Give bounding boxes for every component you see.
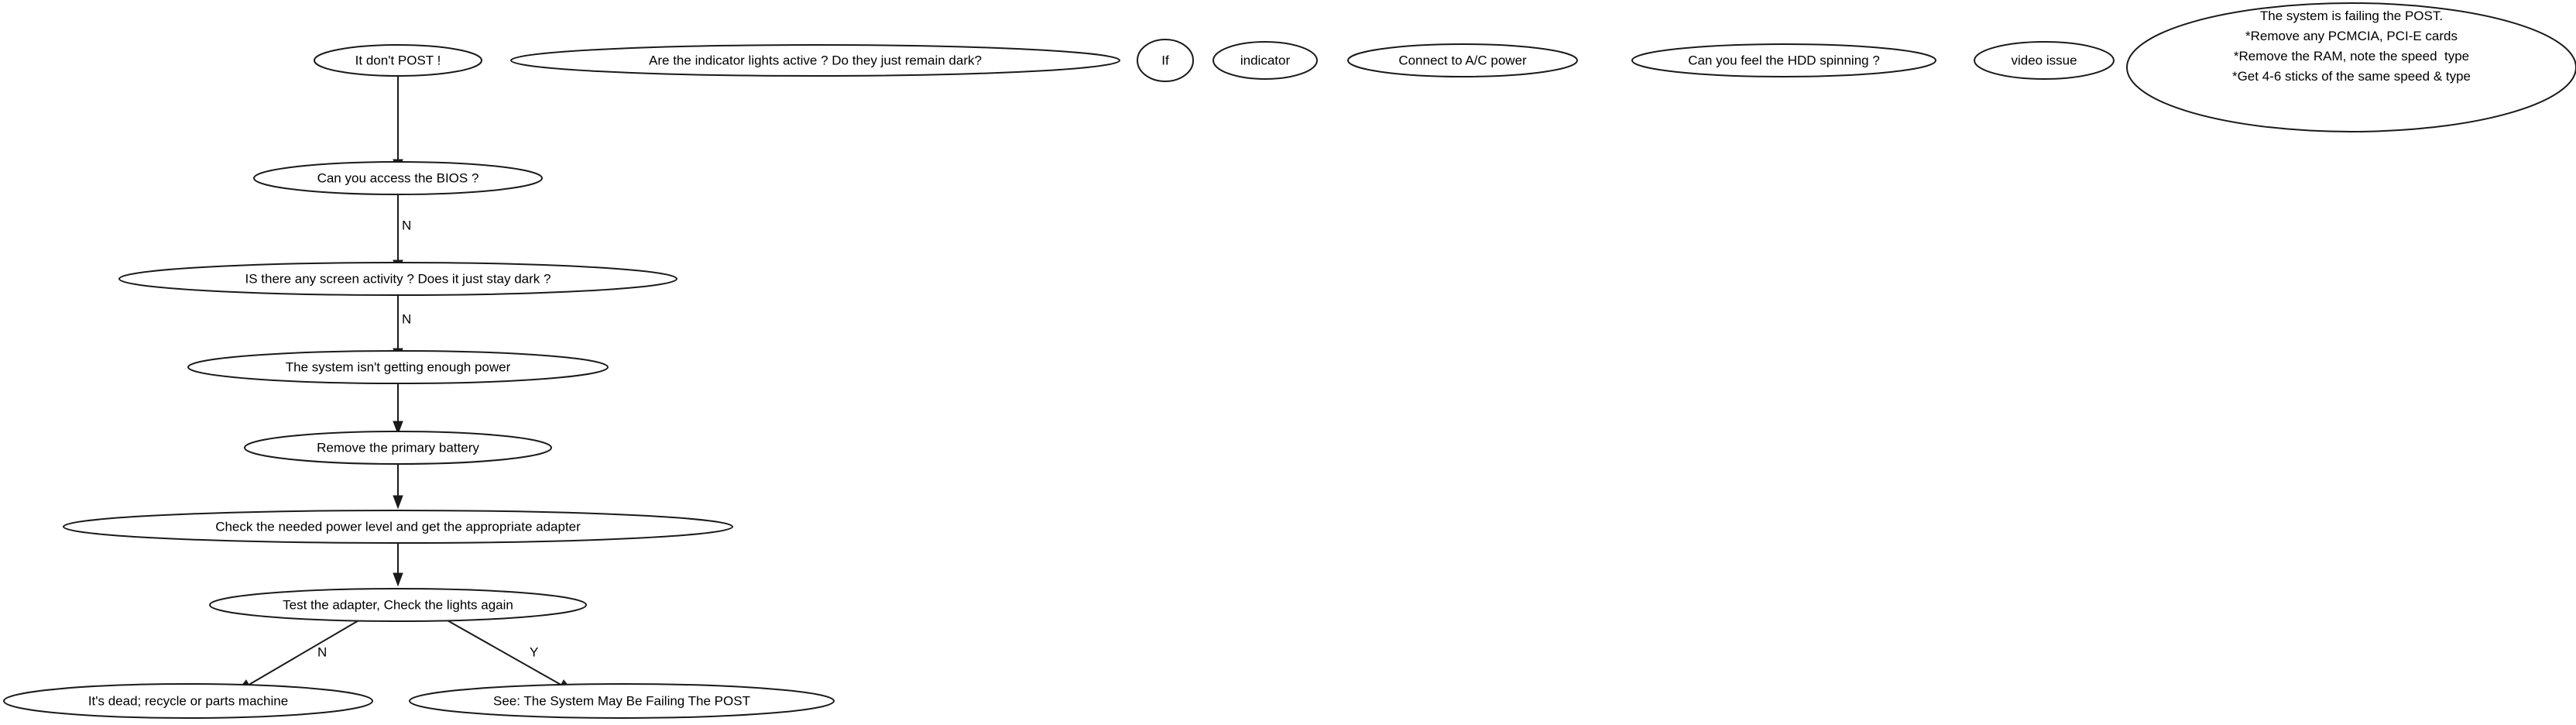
node-label-can-access-bios: Can you access the BIOS ? [317, 170, 479, 185]
node-label-remove-primary-battery: Remove the primary battery [317, 440, 479, 455]
node-group: It don't POST ! Are the indicator lights… [3, 2, 2576, 719]
edge-test-to-seepost: Y [445, 619, 575, 692]
node-can-access-bios[interactable]: Can you access the BIOS ? [253, 161, 543, 195]
node-indicator-lights-question[interactable]: Are the indicator lights active ? Do the… [510, 44, 1120, 77]
node-see-system-failing-post[interactable]: See: The System May Be Failing The POST [409, 683, 835, 719]
node-label-video-issue: video issue [2011, 53, 2077, 67]
node-label-connect-ac-power: Connect to A/C power [1398, 53, 1527, 67]
node-label-system-failing-post-line1: The system is failing the POST. [2260, 9, 2443, 23]
edge-power-to-battery [393, 384, 403, 435]
node-label-indicator-lights-question: Are the indicator lights active ? Do the… [649, 53, 982, 67]
node-label-if: If [1161, 53, 1169, 67]
node-label-system-failing-post-line2: *Remove any PCMCIA, PCI-E cards [2245, 29, 2458, 43]
edge-bios-to-screen: N [393, 195, 411, 274]
edge-label-test-seepost: Y [530, 644, 538, 659]
node-label-screen-activity: IS there any screen activity ? Does it j… [245, 271, 551, 286]
node-label-see-system-failing-post: See: The System May Be Failing The POST [493, 693, 750, 708]
edge-adapter-to-test [393, 544, 403, 587]
node-label-it-dont-post: It don't POST ! [355, 53, 441, 67]
edge-post-to-bios [393, 76, 403, 174]
node-label-not-enough-power: The system isn't getting enough power [286, 359, 511, 374]
edge-battery-to-adapter [393, 459, 403, 510]
node-it-dont-post[interactable]: It don't POST ! [314, 44, 482, 77]
edge-label-screen-power: N [402, 311, 411, 326]
node-not-enough-power[interactable]: The system isn't getting enough power [187, 350, 609, 384]
node-remove-primary-battery[interactable]: Remove the primary battery [244, 431, 552, 465]
edge-label-bios-screen: N [402, 218, 411, 232]
node-label-indicator: indicator [1240, 53, 1291, 67]
node-connect-ac-power[interactable]: Connect to A/C power [1347, 43, 1578, 77]
node-label-system-failing-post-line4: *Get 4-6 sticks of the same speed & type [2232, 69, 2471, 84]
node-indicator[interactable]: indicator [1213, 41, 1318, 80]
node-test-adapter[interactable]: Test the adapter, Check the lights again [209, 588, 587, 622]
node-label-check-power-level: Check the needed power level and get the… [215, 519, 581, 534]
edge-test-to-dead: N [235, 619, 361, 692]
node-its-dead[interactable]: It's dead; recycle or parts machine [3, 683, 373, 719]
node-label-system-failing-post-line3: *Remove the RAM, note the speed type [2234, 49, 2469, 64]
node-if[interactable]: If [1137, 39, 1194, 82]
node-video-issue[interactable]: video issue [1974, 41, 2115, 80]
node-label-its-dead: It's dead; recycle or parts machine [88, 693, 288, 708]
node-screen-activity[interactable]: IS there any screen activity ? Does it j… [118, 262, 677, 296]
node-label-test-adapter: Test the adapter, Check the lights again [283, 597, 513, 612]
node-label-hdd-spinning: Can you feel the HDD spinning ? [1688, 53, 1880, 67]
node-hdd-spinning[interactable]: Can you feel the HDD spinning ? [1631, 43, 1936, 77]
edge-label-test-dead: N [317, 644, 327, 659]
node-check-power-level[interactable]: Check the needed power level and get the… [63, 510, 733, 544]
node-system-failing-post[interactable]: The system is failing the POST. *Remove … [2126, 2, 2576, 132]
